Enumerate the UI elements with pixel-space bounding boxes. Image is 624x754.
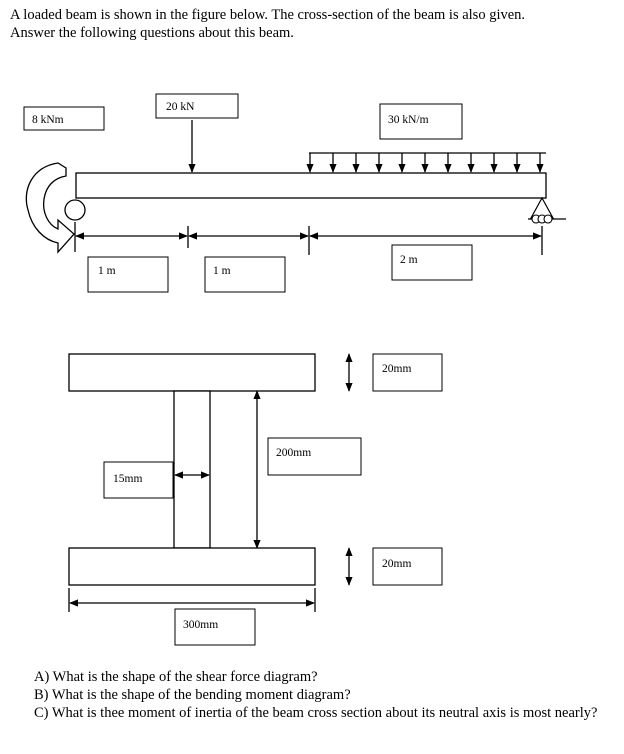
web-thickness-label: 15mm (113, 473, 142, 485)
point-load-label: 20 kN (166, 101, 195, 113)
beam-dimensions (74, 222, 543, 255)
intro-line-1: A loaded beam is shown in the figure bel… (10, 7, 526, 23)
question-b: B) What is the shape of the bending mome… (34, 687, 351, 703)
web-height-label: 200mm (276, 447, 311, 459)
flange-width-label: 300mm (183, 619, 218, 631)
moment-arrow (25, 162, 75, 254)
web (173, 390, 211, 549)
distributed-load-label: 30 kN/m (388, 114, 429, 126)
moment-label: 8 kNm (32, 114, 64, 126)
roller-support (528, 196, 566, 224)
span1-label: 1 m (98, 265, 116, 277)
intro-line-2: Answer the following questions about thi… (10, 25, 294, 41)
pin-support (64, 199, 86, 221)
span3-label: 2 m (400, 254, 418, 266)
beam (75, 172, 547, 199)
bottom-flange-label: 20mm (382, 558, 411, 570)
problem-intro: A loaded beam is shown in the figure bel… (10, 6, 610, 42)
span2-label: 1 m (213, 265, 231, 277)
top-flange (68, 353, 316, 392)
distributed-load-arrows (306, 152, 546, 173)
bottom-flange (68, 547, 316, 586)
questions: A) What is the shape of the shear force … (34, 668, 609, 722)
question-a: A) What is the shape of the shear force … (34, 669, 318, 685)
cross-section: 20mm 200mm 15mm 20mm 300mm (68, 353, 443, 646)
beam-diagram: 8 kNm 20 kN 30 kN/m 1 m 1 m 2 m (23, 93, 566, 293)
question-c: C) What is thee moment of inertia of the… (34, 705, 598, 721)
top-flange-label: 20mm (382, 363, 411, 375)
